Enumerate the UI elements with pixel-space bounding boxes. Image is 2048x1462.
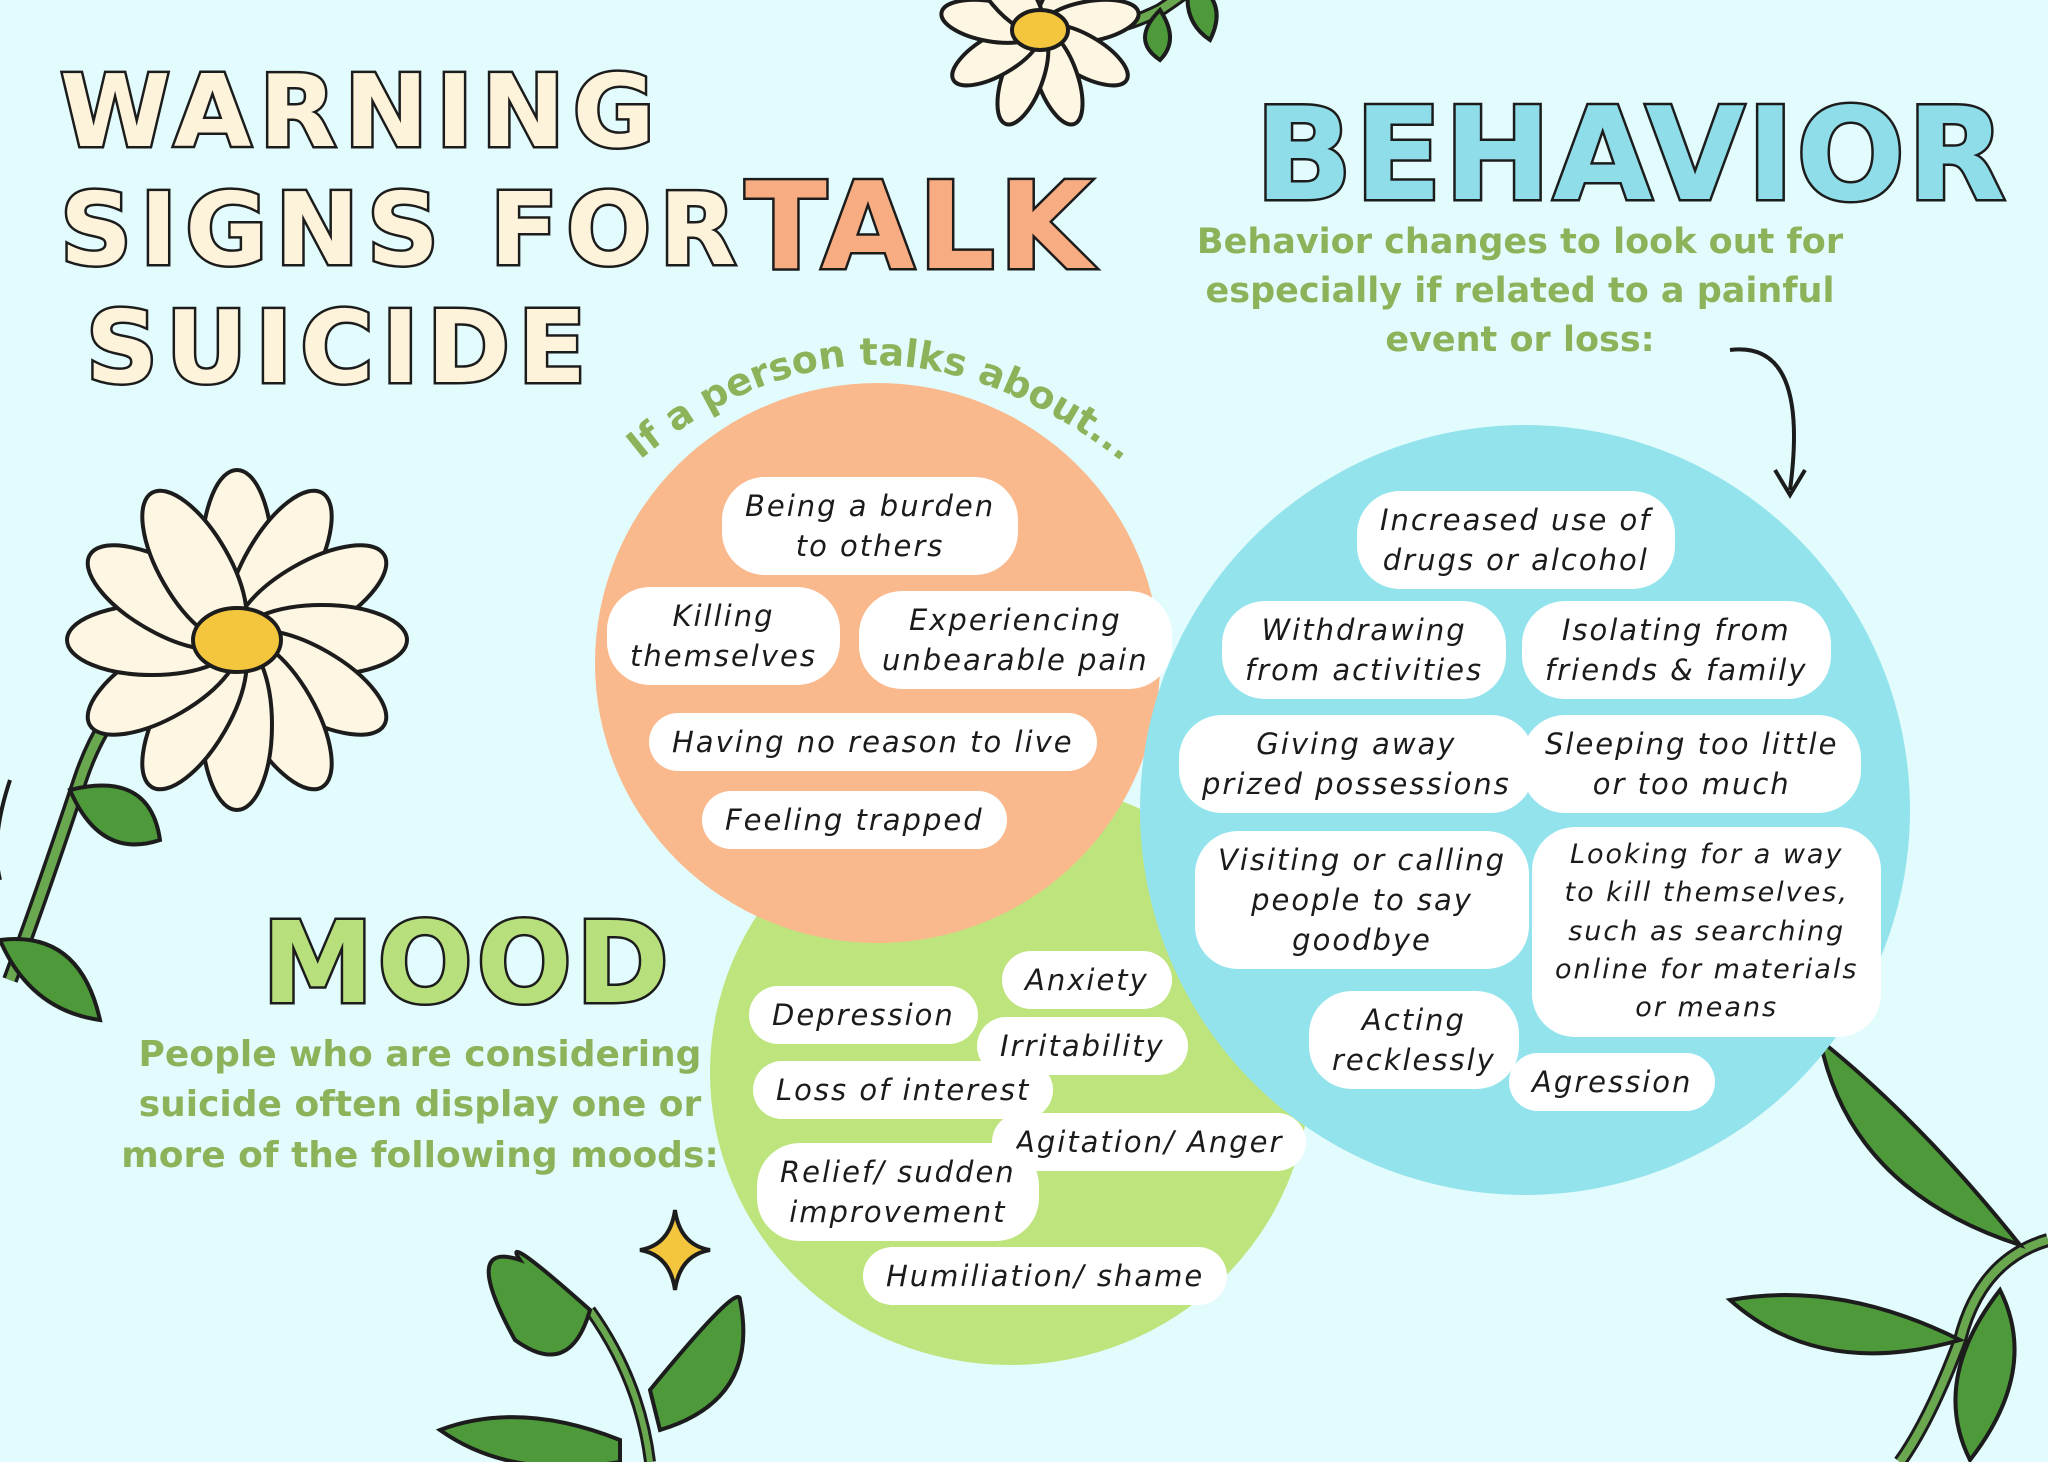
talk-intro-text: If a person talks about...: [618, 330, 1143, 469]
sparkle-star-icon: [639, 1209, 711, 1291]
mood-item: Anxiety: [1005, 954, 1169, 1007]
talk-item: Killing themselves: [610, 590, 837, 683]
behavior-item: Giving away prized possessions: [1182, 718, 1531, 811]
mood-item: Humiliation/ shame: [866, 1250, 1225, 1303]
behavior-item: Sleeping too little or too much: [1525, 718, 1859, 811]
talk-item: Being a burden to others: [725, 480, 1016, 573]
main-title: WARNING SIGNS FOR SUICIDE: [58, 53, 745, 416]
talk-item: Experiencing unbearable pain: [862, 594, 1169, 687]
mood-description: People who are considering suicide often…: [121, 1034, 719, 1176]
leaf-sprig-bottom-icon: [435, 1249, 746, 1462]
behavior-item: Visiting or calling people to say goodby…: [1198, 834, 1527, 967]
main-title-line-3: SUICIDE: [83, 289, 595, 406]
behavior-item: Acting recklessly: [1312, 994, 1516, 1087]
behavior-item: Looking for a way to kill themselves, su…: [1535, 830, 1879, 1034]
talk-item: Having no reason to live: [652, 716, 1094, 769]
mood-heading: MOOD: [260, 899, 673, 1029]
talk-heading: TALK: [743, 158, 1096, 297]
behavior-description: Behavior changes to look out for especia…: [1196, 222, 1844, 360]
main-title-line-2: SIGNS FOR: [58, 171, 745, 288]
talk-item: Feeling trapped: [705, 794, 1004, 847]
behavior-heading: BEHAVIOR: [1253, 81, 2009, 230]
mood-item: Relief/ sudden improvement: [760, 1146, 1036, 1239]
talk-intro-arc: If a person talks about...: [618, 330, 1143, 469]
behavior-item: Withdrawing from activities: [1225, 604, 1504, 697]
leaf-sprig-right-icon: [1725, 1035, 2048, 1462]
behavior-item: Agression: [1512, 1056, 1713, 1109]
behavior-item: Increased use of drugs or alcohol: [1360, 494, 1672, 587]
mood-item: Depression: [752, 989, 975, 1042]
main-title-line-1: WARNING: [58, 53, 663, 170]
behavior-item: Isolating from friends & family: [1525, 604, 1828, 697]
daisy-flower-left-icon: [0, 468, 409, 1023]
daisy-flower-top-icon: [939, 0, 1219, 127]
curved-arrow-icon: [1729, 347, 1807, 499]
mood-item: Loss of interest: [756, 1064, 1051, 1117]
mood-item: Irritability: [980, 1020, 1185, 1073]
svg-text:If a person talks about...: If a person talks about...: [618, 330, 1143, 469]
mood-item: Agitation/ Anger: [995, 1116, 1304, 1169]
